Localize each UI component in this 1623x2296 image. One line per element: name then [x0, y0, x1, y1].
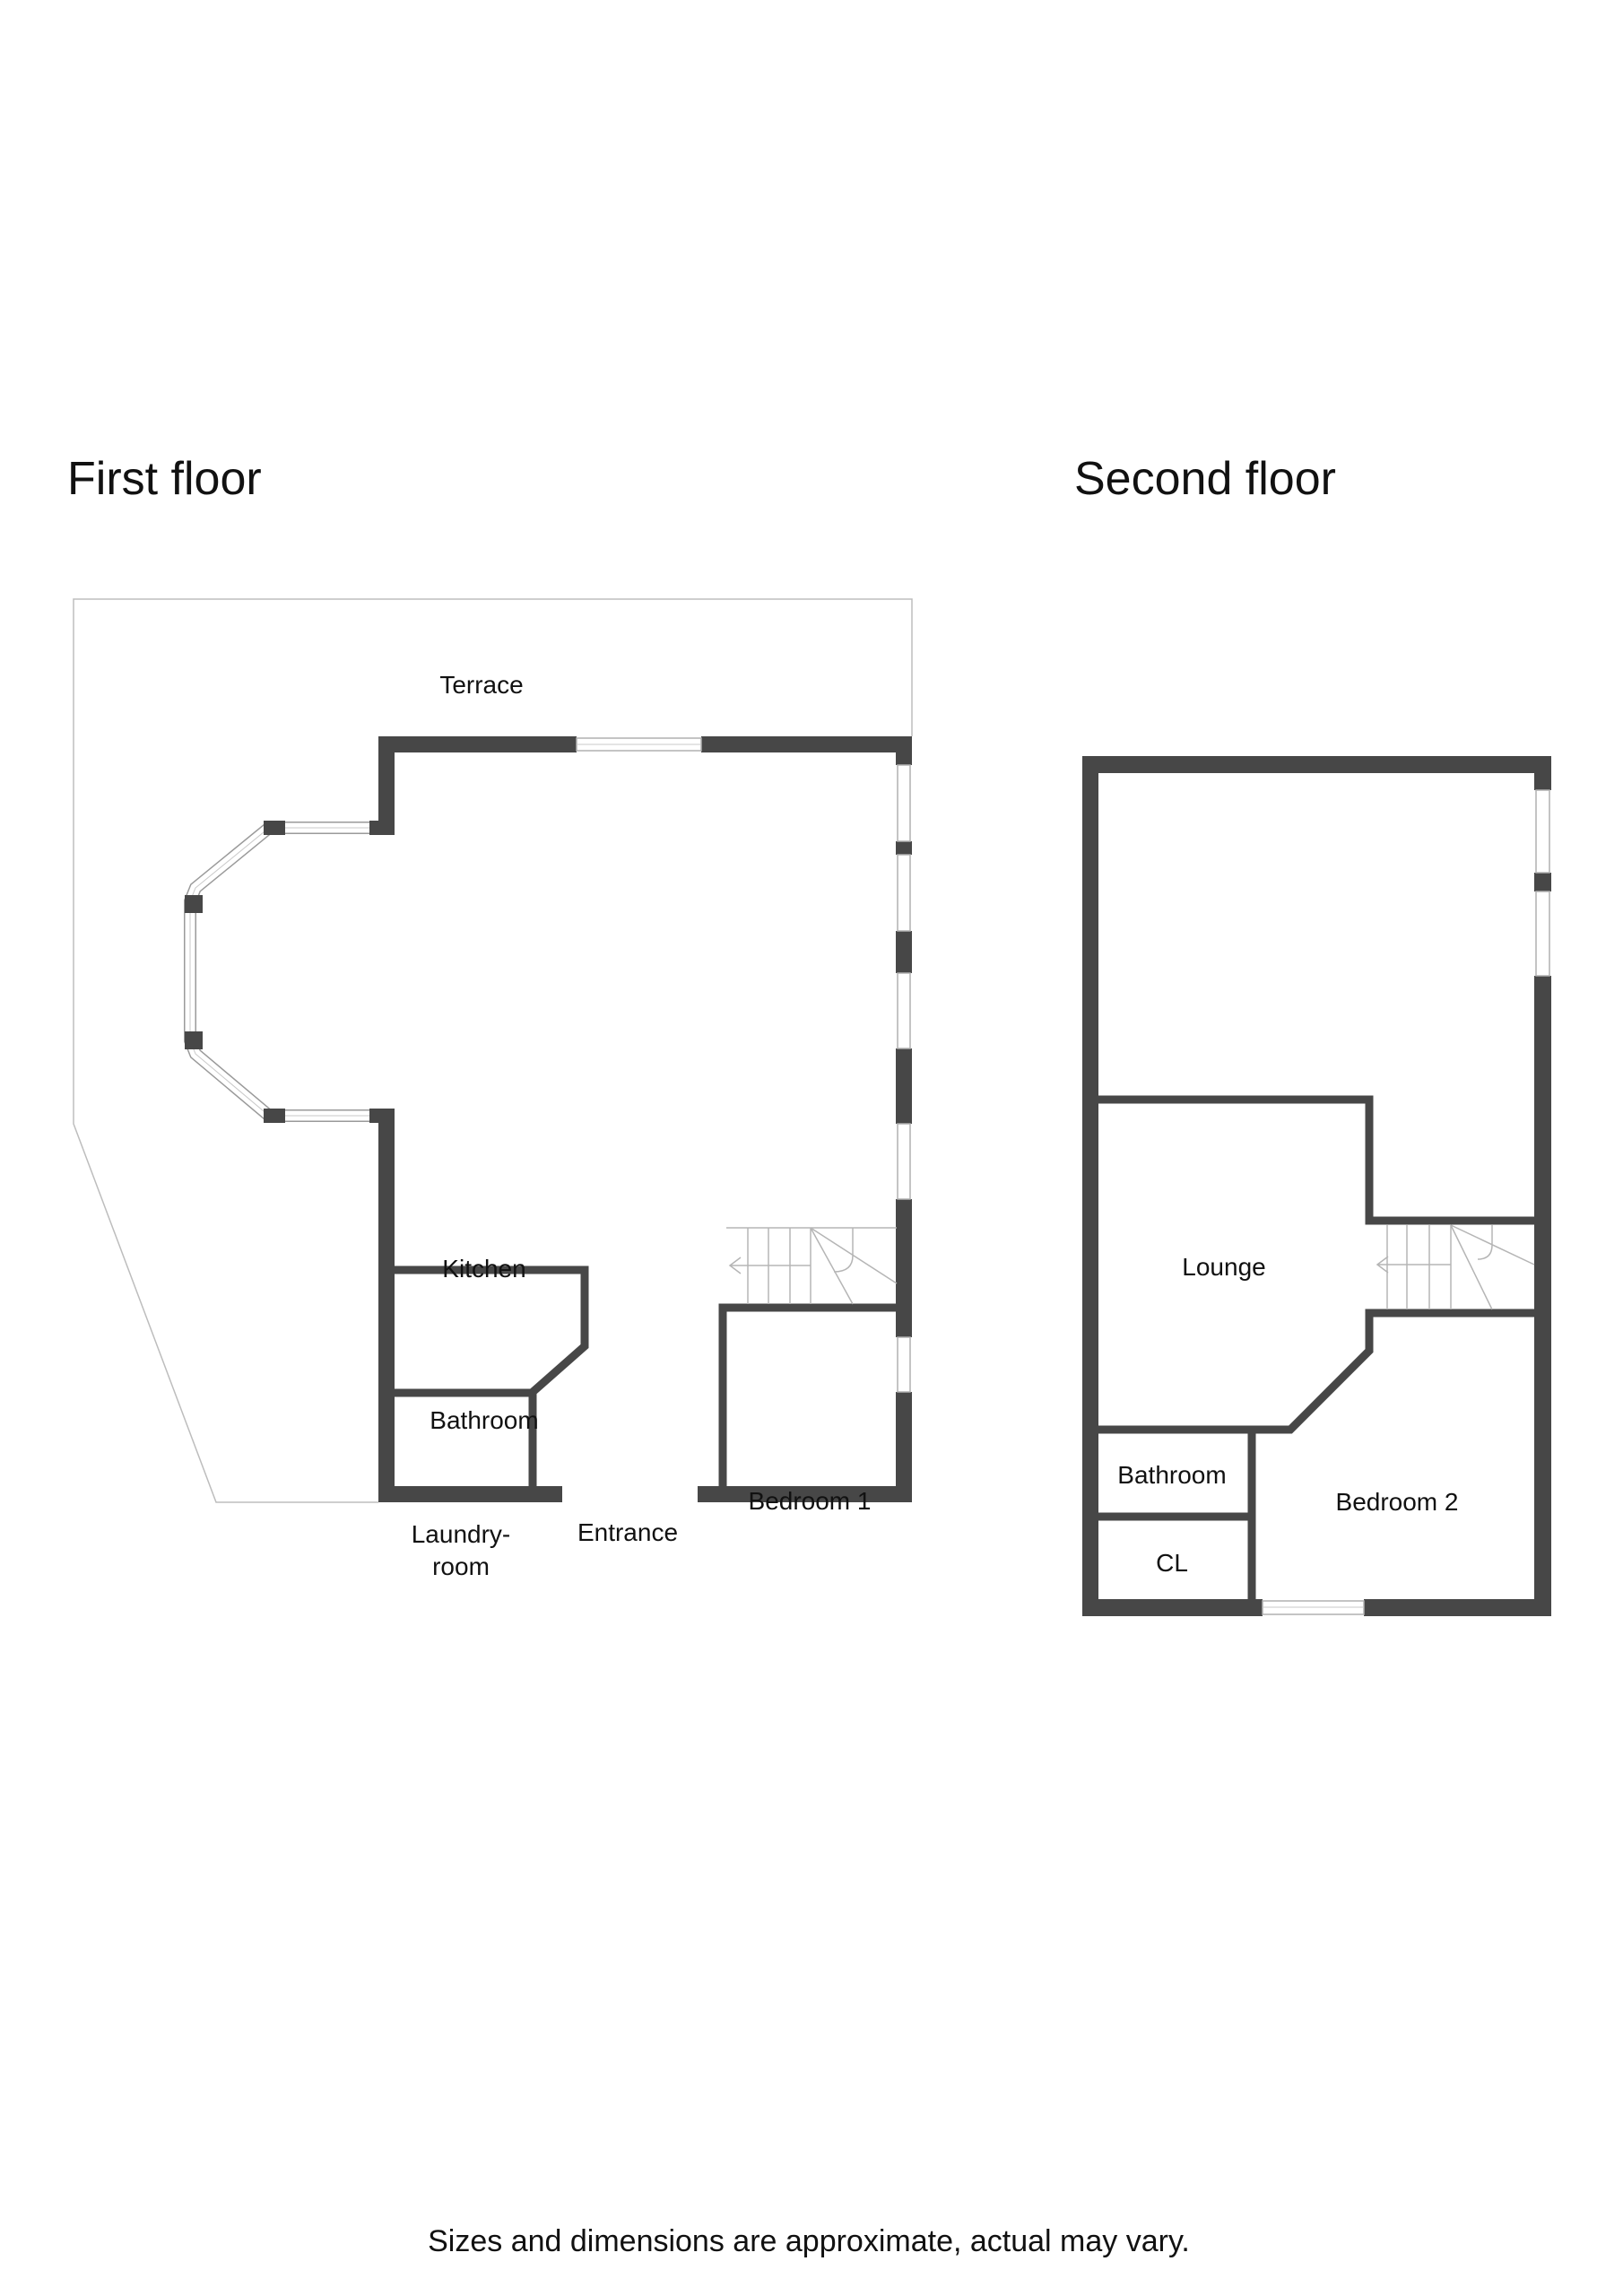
bay-window: [184, 821, 369, 1123]
first-floor-stairs: [726, 1227, 898, 1305]
laundry-label-line1: Laundry-: [412, 1520, 511, 1548]
terrace-outline: [73, 598, 913, 1503]
terrace-label: Terrace: [439, 671, 523, 699]
bathroom-label: Bathroom: [430, 1406, 538, 1434]
bedroom2-label: Bedroom 2: [1336, 1488, 1459, 1516]
second-floor-title: Second floor: [1074, 453, 1336, 505]
second-floor-stairs: [1376, 1224, 1535, 1310]
first-floor-interior-walls: [390, 1265, 901, 1491]
bedroom1-label: Bedroom 1: [749, 1487, 872, 1515]
first-floor-title: First floor: [67, 453, 262, 505]
disclaimer-text: Sizes and dimensions are approximate, ac…: [428, 2224, 1190, 2258]
second-floor-exterior-walls: [1082, 756, 1551, 1616]
laundry-label-line2: room: [432, 1552, 490, 1580]
entrance-label: Entrance: [577, 1518, 678, 1546]
kitchen-label: Kitchen: [442, 1255, 525, 1283]
first-floor-plan: Terrace Kitchen Bathroom Laundry- room E…: [73, 598, 913, 1580]
second-floor-windows: [1262, 789, 1550, 1615]
first-floor-exterior-walls: [369, 736, 912, 1502]
lounge-label: Lounge: [1182, 1253, 1265, 1281]
first-floor-windows: [576, 737, 911, 1393]
second-floor-plan: Lounge Bathroom CL Bedroom 2: [1082, 756, 1551, 1616]
second-floor-interior-walls: [1094, 1095, 1539, 1604]
bathroom2-label: Bathroom: [1117, 1461, 1226, 1489]
cl-label: CL: [1156, 1549, 1188, 1577]
